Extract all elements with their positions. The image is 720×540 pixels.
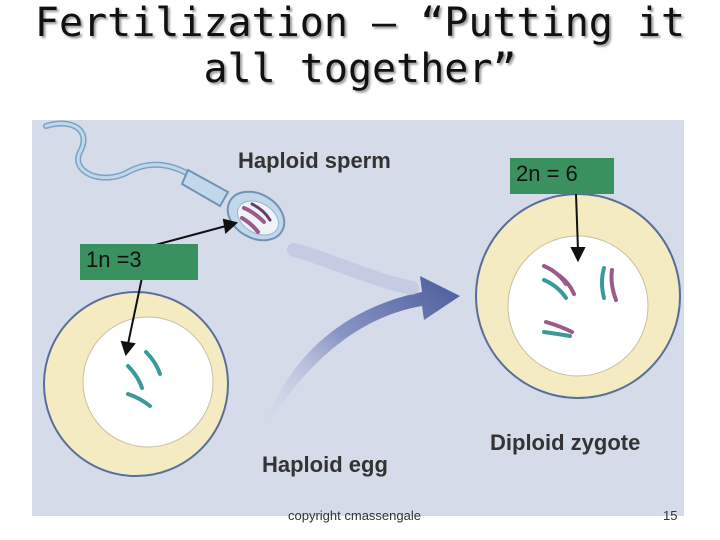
fertilization-arrow [264, 276, 460, 430]
diagram-artwork [43, 120, 681, 477]
zygote-chromosomes [542, 264, 618, 338]
diploid-callout: 2n = 6 [510, 158, 614, 194]
slide-title-line-1: Fertilization – “Putting it [34, 0, 686, 46]
sperm-midpiece [180, 168, 230, 208]
page-number: 15 [663, 508, 678, 523]
diploid-zygote-label: Diploid zygote [490, 430, 641, 455]
haploid-egg-label: Haploid egg [262, 452, 388, 477]
haploid-sperm-label: Haploid sperm [238, 148, 391, 173]
haploid-callout: 1n =3 [80, 244, 198, 280]
slide-title: Fertilization – “Putting it all together… [0, 0, 720, 92]
sperm-chromosomes [240, 202, 272, 234]
egg-chromosomes [126, 350, 162, 408]
egg-nucleus [82, 316, 214, 448]
slide-title-line-2: all together” [203, 46, 517, 92]
copyright-text: copyright cmassengale [288, 508, 421, 523]
sperm-tail [43, 120, 195, 181]
